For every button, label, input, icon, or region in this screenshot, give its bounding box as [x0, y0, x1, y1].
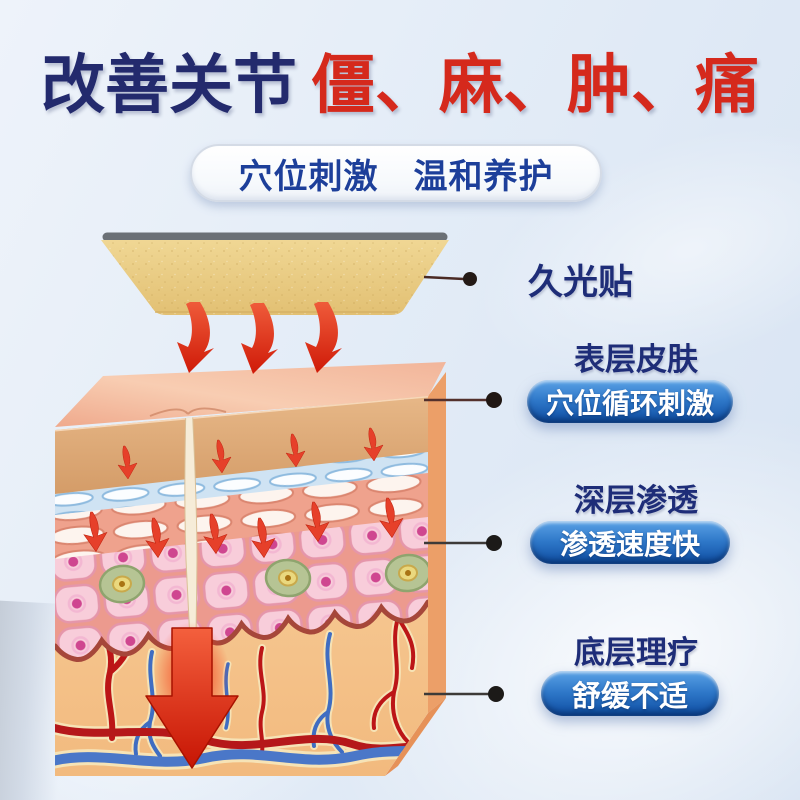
- annotation-heading-deep: 深层渗透: [574, 483, 698, 518]
- leader-dot: [486, 535, 502, 551]
- subtitle-pill: 穴位刺激 温和养护: [190, 144, 602, 202]
- annotation-pill-bottom: 舒缓不适: [541, 671, 719, 716]
- leader-dot: [463, 272, 477, 286]
- patch-label: 久光贴: [528, 263, 634, 302]
- annotation-pill-deep: 渗透速度快: [530, 521, 730, 564]
- annotation-heading-bottom: 底层理疗: [574, 635, 698, 670]
- leader-dot: [488, 686, 504, 702]
- skin-block: [55, 362, 446, 776]
- leader-dot: [486, 392, 502, 408]
- annotation-pill-surface: 穴位循环刺激: [527, 380, 733, 423]
- title-blue-part: 改善关节: [41, 49, 297, 121]
- page-title: 改善关节僵、麻、肿、痛: [0, 34, 800, 126]
- annotation-heading-surface: 表层皮肤: [574, 342, 698, 377]
- patch-illustration: [101, 232, 449, 315]
- title-red-part: 僵、麻、肿、痛: [311, 49, 759, 121]
